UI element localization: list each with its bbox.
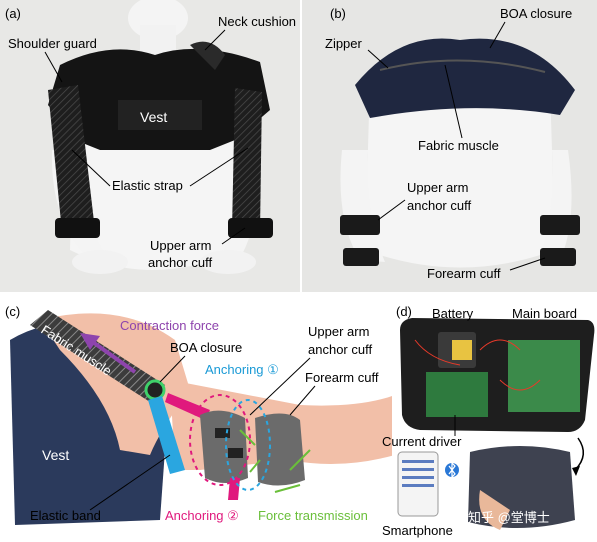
illustration-forearm-cuff (255, 413, 305, 486)
panel-a-tag: (a) (5, 6, 21, 21)
label-upper-arm-anchor-cuff-c-1: Upper arm (308, 324, 369, 339)
zipper (379, 59, 546, 73)
panel-d-tag: (d) (396, 304, 412, 319)
current-driver-board (426, 372, 488, 417)
main-board (508, 340, 580, 412)
panel-b: (b) BOA closure Zipper Fabric muscle Upp… (302, 0, 597, 292)
label-zipper: Zipper (325, 36, 363, 51)
label-force-transmission: Force transmission (258, 508, 368, 523)
label-elastic-strap: Elastic strap (112, 178, 183, 193)
elastic-strap-right (232, 88, 262, 232)
label-main-board: Main board (512, 306, 577, 321)
illustration-fabric-muscle (30, 310, 165, 402)
label-smartphone: Smartphone (382, 523, 453, 538)
vest-front (48, 41, 273, 238)
label-vest-c: Vest (42, 447, 69, 463)
force-transmission-arrows (239, 429, 311, 493)
label-upper-arm-anchor-cuff-a-1: Upper arm (150, 238, 211, 253)
vest-back (340, 38, 580, 266)
panel-d: (d) Battery Main board Current driver Sm… (382, 294, 597, 542)
panel-b-tag: (b) (330, 6, 346, 21)
forearm-cuff-right (540, 248, 576, 266)
anchor-cuff-right (228, 218, 273, 238)
panel-a: (a) Neck cushion Shoulder guard Vest Ela… (0, 0, 300, 292)
anchor-cuff-right-back (540, 215, 580, 235)
label-forearm-cuff-b: Forearm cuff (427, 266, 501, 281)
label-upper-arm-anchor-cuff-a-2: anchor cuff (148, 255, 212, 270)
label-vest: Vest (140, 109, 167, 125)
anchor-cuff-left-back (340, 215, 380, 235)
label-shoulder-guard: Shoulder guard (8, 36, 97, 51)
label-upper-arm-anchor-cuff-b-1: Upper arm (407, 180, 468, 195)
label-contraction-force: Contraction force (120, 318, 219, 333)
panel-c-tag: (c) (5, 304, 20, 319)
illustration-elastic-band (148, 396, 185, 474)
illustration-strap (165, 393, 210, 420)
anchor-cuff-left (55, 218, 100, 238)
label-neck-cushion: Neck cushion (218, 14, 296, 29)
label-anchoring-2: Anchoring ② (165, 508, 239, 523)
illustration-upper-arm-cuff (200, 410, 248, 483)
label-boa-closure-b: BOA closure (500, 6, 572, 21)
label-fabric-muscle-b: Fabric muscle (418, 138, 499, 153)
label-boa-closure-c: BOA closure (170, 340, 242, 355)
label-upper-arm-anchor-cuff-c-2: anchor cuff (308, 342, 372, 357)
wires (414, 339, 541, 391)
elastic-strap-left (48, 85, 95, 232)
label-upper-arm-anchor-cuff-b-2: anchor cuff (407, 198, 471, 213)
neck-cushion (190, 41, 225, 70)
label-current-driver: Current driver (382, 434, 462, 449)
anchoring-1-ring (225, 399, 271, 491)
label-anchoring-1: Anchoring ① (205, 362, 279, 377)
forearm-cuff-left (343, 248, 379, 266)
panel-c: Fabric muscle (c) Contraction force BOA … (0, 294, 395, 542)
label-battery: Battery (432, 306, 474, 321)
label-elastic-band: Elastic band (30, 508, 101, 523)
contraction-force-arrow (88, 338, 137, 374)
watermark: 知乎 @堂博士 (468, 510, 550, 525)
label-forearm-cuff-c: Forearm cuff (305, 370, 379, 385)
